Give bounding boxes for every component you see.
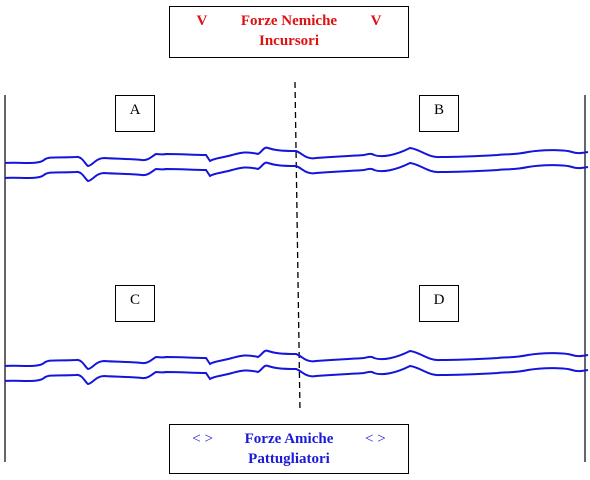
- enemy-legend-subtitle: Incursori: [259, 33, 319, 49]
- enemy-symbol-right: V: [370, 13, 382, 29]
- enemy-legend-title-row: V Forze Nemiche V: [170, 11, 408, 31]
- enemy-symbol-left: V: [196, 13, 208, 29]
- sector-c-label: C: [115, 285, 155, 322]
- upper-river-bank-bottom: [4, 161, 589, 183]
- sector-b-label: B: [419, 95, 459, 132]
- lower-river-bank-bottom: [4, 364, 589, 386]
- friendly-symbol-left: < >: [192, 431, 213, 447]
- lower-river-bank-top: [4, 349, 589, 371]
- enemy-forces-legend: V Forze Nemiche V Incursori: [169, 6, 409, 58]
- upper-river-bank-top: [4, 146, 589, 168]
- lower-river: [4, 349, 589, 386]
- sector-d-label: D: [419, 285, 459, 322]
- enemy-legend-title: Forze Nemiche: [240, 13, 338, 29]
- dashed-divider-line: [294, 81, 301, 413]
- sector-a-label: A: [115, 95, 155, 132]
- friendly-forces-legend: < > Forze Amiche < > Pattugliatori: [169, 424, 409, 474]
- friendly-legend-title-row: < > Forze Amiche < >: [170, 429, 408, 449]
- friendly-symbol-right: < >: [365, 431, 386, 447]
- friendly-legend-subtitle: Pattugliatori: [248, 451, 330, 467]
- upper-river: [4, 146, 589, 183]
- friendly-legend-title: Forze Amiche: [244, 431, 334, 447]
